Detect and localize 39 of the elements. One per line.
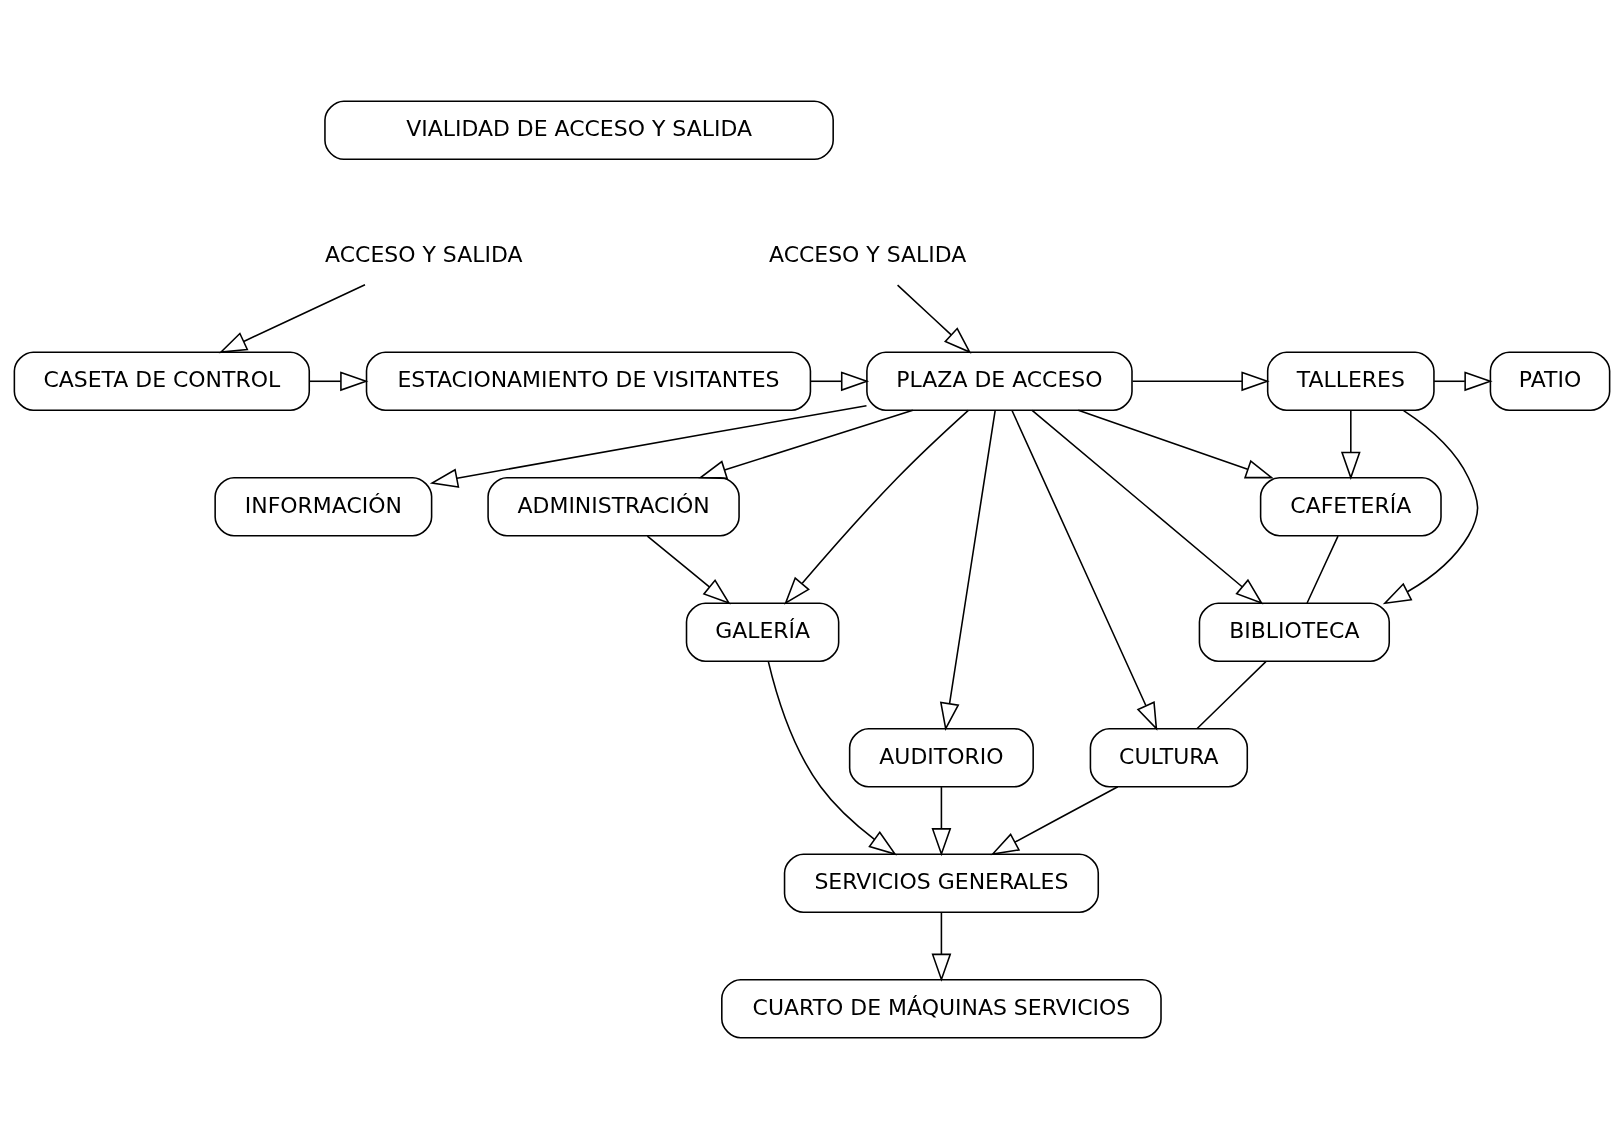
node-box: TALLERES (1266, 350, 1435, 411)
arrow (1433, 370, 1493, 391)
arrow (1131, 370, 1270, 391)
arrow (1077, 409, 1274, 478)
arrow (931, 911, 952, 982)
node-box: BIBLIOTECA (1198, 601, 1391, 662)
node-box: GALERÍA (685, 601, 840, 662)
node-box: CUARTO DE MÁQUINAS SERVICIOS (721, 978, 1162, 1038)
connector (1306, 534, 1339, 604)
arrow (1011, 409, 1158, 731)
arrow (646, 534, 731, 605)
node-box: AUDITORIO (848, 727, 1034, 788)
node-box: CAFETERÍA (1259, 476, 1442, 537)
arrow (939, 409, 996, 731)
arrow (698, 409, 914, 479)
node-box: PATIO (1489, 350, 1611, 411)
node-box: INFORMACIÓN (214, 476, 433, 537)
arrow (218, 283, 366, 353)
node-text: ACCESO Y SALIDA (769, 241, 967, 267)
arrow (308, 370, 369, 391)
node-box: ADMINISTRACIÓN (487, 476, 740, 537)
arrow (931, 785, 952, 856)
node-box: VIALIDAD DE ACCESO Y SALIDA (324, 100, 834, 160)
arrow (896, 283, 972, 354)
node-text: ACCESO Y SALIDA (325, 241, 523, 267)
node-box: SERVICIOS GENERALES (783, 852, 1100, 913)
node-box: CULTURA (1089, 727, 1249, 788)
arrow (767, 660, 897, 855)
node-box: CASETA DE CONTROL (13, 350, 311, 411)
connector (1196, 660, 1267, 729)
arrow (810, 370, 870, 391)
node-box: PLAZA DE ACCESO (866, 350, 1133, 411)
node-box: ESTACIONAMIENTO DE VISITANTES (365, 350, 812, 411)
arrow (1382, 409, 1479, 604)
arrow (784, 409, 970, 605)
arrow (429, 404, 868, 488)
arrow (1031, 409, 1264, 605)
arrow (1340, 409, 1361, 480)
arrow (990, 785, 1119, 855)
